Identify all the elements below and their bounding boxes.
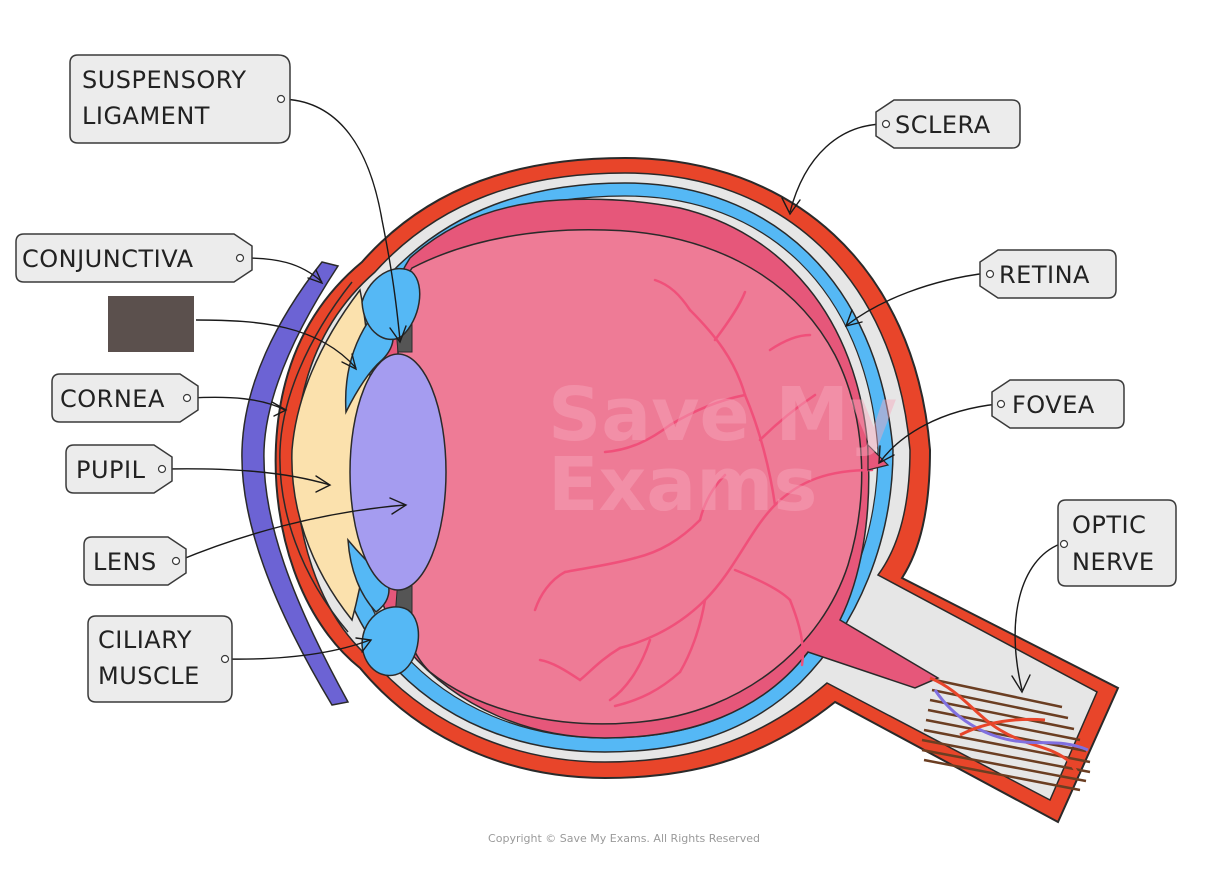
label-lens: LENS: [83, 536, 187, 586]
svg-text:CILIARY: CILIARY: [98, 626, 192, 654]
leader-conjunctiva: [243, 257, 323, 283]
leader-redacted: [195, 319, 357, 369]
arrow-lens: [389, 497, 408, 515]
svg-text:MUSCLE: MUSCLE: [98, 662, 200, 690]
arrow-cornea: [271, 401, 288, 417]
svg-text:NERVE: NERVE: [1072, 548, 1155, 576]
label-suspensory-ligament: SUSPENSORY LIGAMENT: [69, 54, 291, 144]
leader-ciliary-muscle: [224, 639, 371, 660]
svg-text:LIGAMENT: LIGAMENT: [82, 102, 210, 130]
leader-optic-nerve: [1014, 543, 1061, 691]
svg-text:CORNEA: CORNEA: [60, 385, 165, 413]
fovea-notch: [867, 443, 890, 471]
redacted-label-box: [108, 296, 194, 352]
arrow-optic-nerve: [1011, 674, 1031, 694]
label-ciliary-muscle: CILIARY MUSCLE: [87, 615, 233, 703]
label-pupil: PUPIL: [65, 444, 173, 494]
arrow-pupil: [315, 475, 332, 493]
leader-pupil: [164, 468, 331, 486]
arrow-ciliary-muscle: [355, 637, 373, 653]
label-tags: SUSPENSORY LIGAMENT CONJUNCTIVA CORNEA P…: [15, 54, 1177, 703]
eye-anatomy: Save My Exams: [241, 156, 1120, 824]
svg-text:SCLERA: SCLERA: [895, 111, 991, 139]
label-optic-nerve: OPTIC NERVE: [1057, 499, 1177, 587]
watermark-line-1: Save My: [548, 372, 897, 458]
optic-vein: [933, 689, 1089, 752]
optic-nerve-fibres: [921, 678, 1091, 792]
conjunctiva-band: [241, 261, 350, 706]
label-sclera: SCLERA: [875, 99, 1021, 149]
svg-text:SUSPENSORY: SUSPENSORY: [82, 66, 247, 94]
svg-text:LENS: LENS: [93, 548, 157, 576]
copyright-text: Copyright © Save My Exams. All Rights Re…: [488, 832, 760, 845]
leader-retina: [846, 272, 988, 326]
optic-artery: [929, 676, 1080, 775]
svg-text:PUPIL: PUPIL: [76, 456, 146, 484]
label-fovea: FOVEA: [991, 379, 1125, 429]
svg-text:CONJUNCTIVA: CONJUNCTIVA: [22, 245, 194, 273]
svg-text:OPTIC: OPTIC: [1072, 511, 1146, 539]
label-retina: RETINA: [979, 249, 1117, 299]
lens-body: [349, 353, 447, 591]
leader-fovea: [879, 403, 999, 463]
arrow-redacted: [341, 353, 358, 371]
arrow-sclera: [781, 197, 801, 216]
leader-lines: [164, 98, 1061, 694]
arrow-fovea: [878, 445, 895, 465]
arrow-retina: [844, 309, 863, 328]
arrow-suspensory-ligament: [389, 325, 407, 344]
leader-lens: [177, 504, 406, 562]
arrow-conjunctiva: [307, 269, 324, 285]
leader-cornea: [190, 396, 286, 411]
retinal-blood-vessels: [533, 278, 874, 708]
label-conjunctiva: CONJUNCTIVA: [15, 233, 253, 283]
svg-text:RETINA: RETINA: [999, 261, 1090, 289]
label-cornea: CORNEA: [51, 373, 199, 423]
leader-suspensory-ligament: [280, 98, 401, 341]
watermark-line-2: Exams: [548, 442, 817, 528]
ciliary-body-bottom: [361, 606, 420, 677]
optic-vessel-twist: [959, 717, 1046, 737]
leader-sclera: [789, 123, 884, 213]
svg-text:FOVEA: FOVEA: [1012, 391, 1095, 419]
ciliary-body-top: [361, 267, 421, 341]
